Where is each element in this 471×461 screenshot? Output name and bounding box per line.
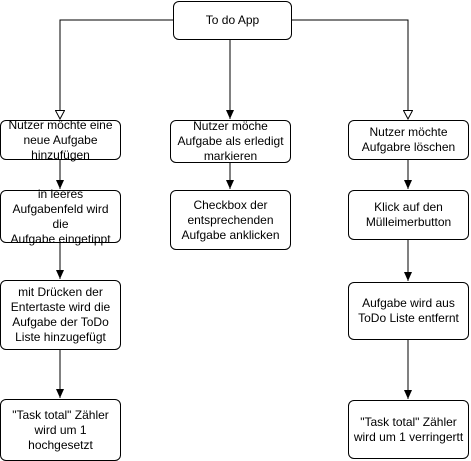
- root-node: To do App: [173, 1, 292, 40]
- press-enter-node: mit Drücken der Entertaste wird die Aufg…: [0, 280, 121, 350]
- type-task-label: in leeres Aufgabenfeld wird die Aufgabe …: [10, 186, 111, 246]
- add-task-node: Nutzer möchte eine neue Aufgabe hinzufüg…: [0, 117, 121, 162]
- type-task-node: in leeres Aufgabenfeld wird die Aufgabe …: [0, 187, 121, 246]
- counter-increase-label: "Task total" Zähler wird um 1 hochgesetz…: [12, 407, 109, 452]
- counter-decrease-node: "Task total" Zähler wird um 1 verringert…: [348, 400, 469, 459]
- counter-decrease-label: "Task total" Zähler wird um 1 verringert…: [353, 414, 464, 444]
- click-checkbox-label: Checkbox der entsprechenden Aufgabe ankl…: [181, 197, 280, 242]
- mark-done-node: Nutzer möche Aufgabe als erledigt markie…: [170, 119, 291, 163]
- counter-increase-node: "Task total" Zähler wird um 1 hochgesetz…: [0, 399, 121, 461]
- removed-from-list-label: Aufgabe wird aus ToDo Liste entfernt: [358, 296, 459, 325]
- add-task-label: Nutzer möchte eine neue Aufgabe hinzufüg…: [8, 117, 113, 162]
- edge-root-to-add: [60, 19, 173, 119]
- click-checkbox-node: Checkbox der entsprechenden Aufgabe ankl…: [170, 190, 291, 250]
- click-trash-node: Klick auf den Mülleimerbutton: [348, 190, 469, 240]
- mark-done-label: Nutzer möche Aufgabe als erledigt markie…: [177, 119, 284, 163]
- press-enter-label: mit Drücken der Entertaste wird die Aufg…: [10, 285, 111, 344]
- delete-task-node: Nutzer möchte Aufgabre löschen: [348, 120, 469, 160]
- delete-task-label: Nutzer möchte Aufgabre löschen: [361, 125, 456, 154]
- removed-from-list-node: Aufgabe wird aus ToDo Liste entfernt: [348, 282, 469, 340]
- click-trash-label: Klick auf den Mülleimerbutton: [365, 200, 452, 229]
- edge-root-to-delete: [292, 19, 408, 119]
- root-node-label: To do App: [205, 13, 260, 27]
